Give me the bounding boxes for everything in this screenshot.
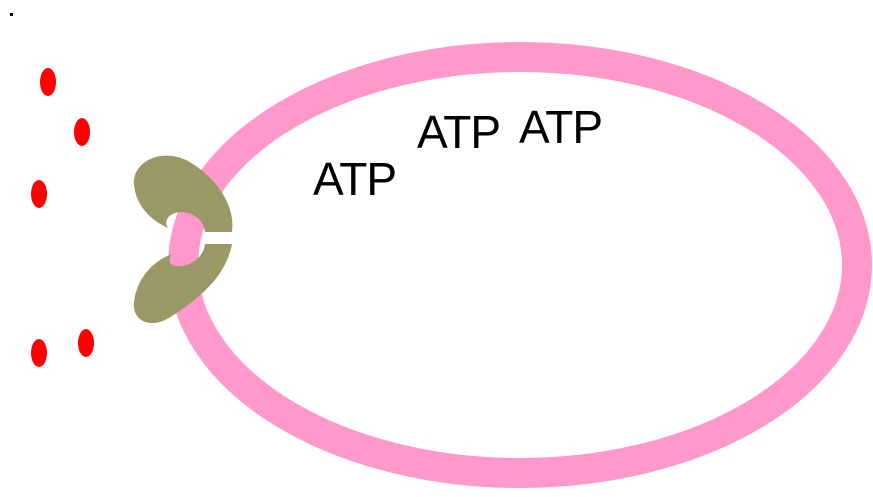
particle bbox=[78, 329, 94, 357]
atp-label-2: ATP bbox=[417, 106, 500, 158]
channel-lower-half bbox=[133, 244, 232, 324]
channel-upper-half bbox=[133, 155, 233, 232]
particle bbox=[31, 339, 47, 367]
particle bbox=[74, 118, 90, 146]
atp-label-3: ATP bbox=[519, 101, 602, 153]
particle bbox=[40, 68, 56, 96]
atp-label-1: ATP bbox=[313, 153, 396, 205]
particle bbox=[31, 180, 47, 208]
stray-dot bbox=[10, 13, 13, 16]
cell-membrane bbox=[168, 42, 872, 488]
channel-protein bbox=[133, 155, 233, 324]
particles bbox=[31, 68, 94, 367]
